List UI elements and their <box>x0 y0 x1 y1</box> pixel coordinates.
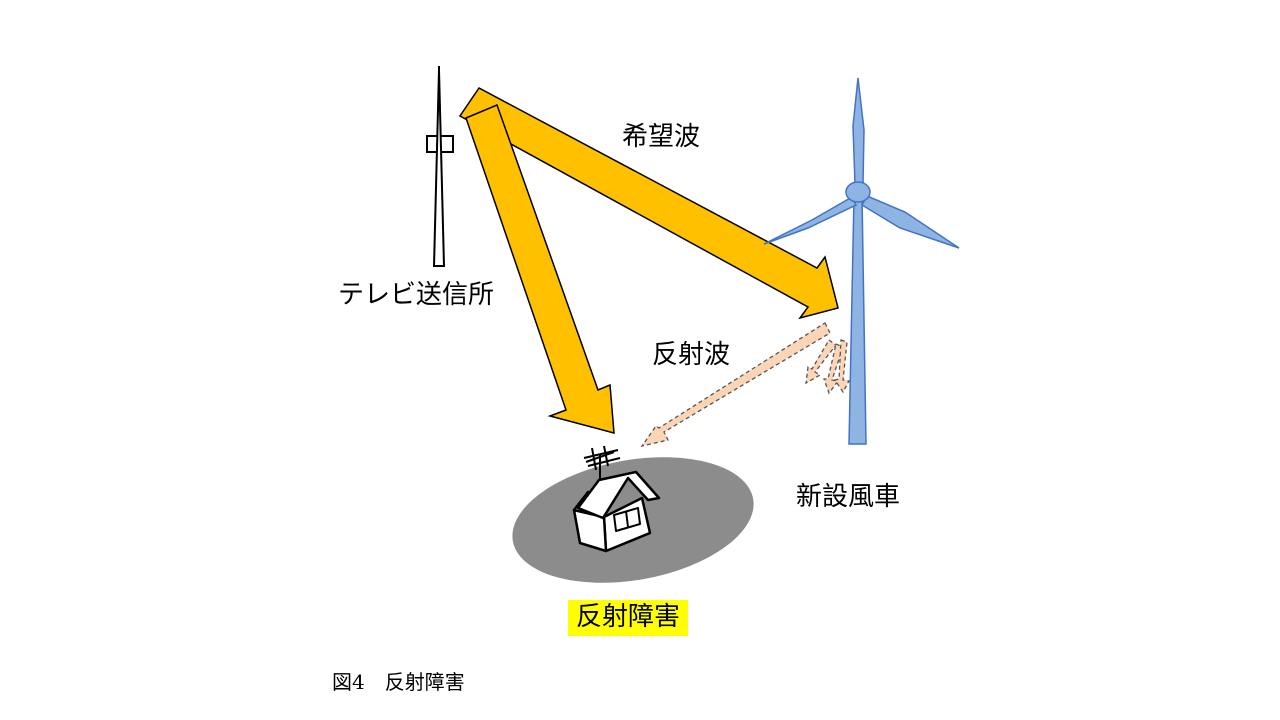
reflected-wave-small-arrow-1 <box>805 339 837 385</box>
reflected-wave-arrows <box>640 322 851 448</box>
reflected-wave-label: 反射波 <box>652 340 731 370</box>
desired-wave-label: 希望波 <box>622 122 701 152</box>
tv-tower-icon <box>426 66 454 267</box>
desired-wave-arrow <box>458 87 839 320</box>
tv-tower-label: テレビ送信所 <box>338 280 495 310</box>
reflected-wave-small-arrow-2 <box>823 343 844 395</box>
reflection-interference-label: 反射障害 <box>568 600 689 636</box>
new-windmill-label: 新設風車 <box>796 482 901 512</box>
windmill-icon <box>763 77 960 445</box>
reflected-wave-main-arrow <box>640 322 831 448</box>
reflected-wave-small-arrow-3 <box>833 339 851 394</box>
desired-wave-to-house-arrow <box>465 104 615 434</box>
figure-caption: 図4 反射障害 <box>332 670 465 694</box>
house-icon <box>572 445 661 553</box>
